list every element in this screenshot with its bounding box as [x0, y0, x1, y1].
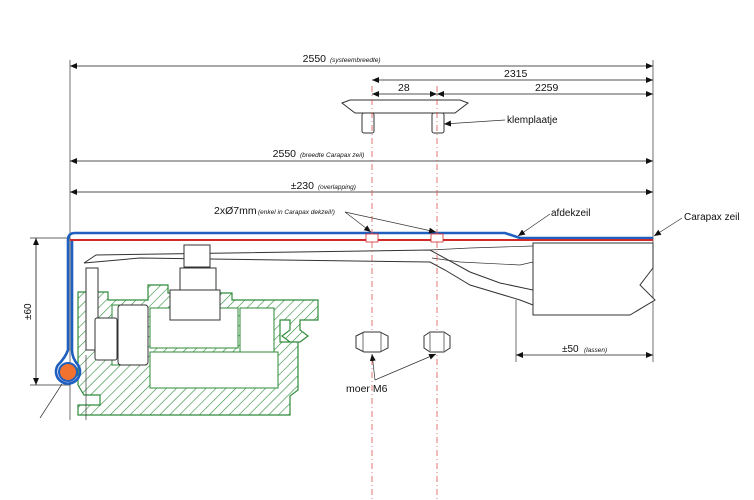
carapax-label-group: Carapax zeil [653, 212, 740, 237]
dim-2315-value: 2315 [504, 68, 528, 80]
dim-weld: ±50 (lassen) [516, 344, 653, 358]
dim-system-width-value: 2550 [303, 53, 327, 65]
label-moer: moer M6 [346, 383, 388, 395]
dim-28-value: 28 [398, 82, 410, 94]
label-klemplaatje: klemplaatje [507, 115, 558, 126]
dim-overlap-note: (overlapping) [318, 184, 356, 191]
weld-zone [429, 242, 656, 316]
dim-weld-value: ±50 [562, 344, 579, 355]
clamp-plate: klemplaatje [340, 99, 558, 134]
rope [39, 362, 78, 419]
dim-system-width-note: (systeembreedte) [330, 57, 381, 64]
nuts-m6: moer M6 [346, 331, 451, 395]
dim-height-value: ±60 [23, 303, 34, 320]
carapax-sail-line [54, 231, 653, 385]
dim-system-width: 2550 (systeembreedte) [70, 53, 653, 69]
dim-carapax-width-note: (breedte Carapax zeil) [300, 152, 364, 159]
bolt-centerlines [371, 86, 438, 500]
dim-carapax-width: 2550 (breedte Carapax zeil) [70, 148, 653, 164]
dim-2259: 2259 [437, 82, 653, 97]
dim-weld-note: (lassen) [584, 347, 607, 354]
hole-markers [365, 233, 444, 243]
clamp-bar [83, 244, 534, 420]
dim-2259-value: 2259 [535, 82, 559, 94]
holes-label: 2xØ7mm (enkel in Carapax dekzeil!) [214, 205, 437, 234]
dim-overlap: ±230 (overlapping) [70, 180, 653, 195]
label-afdekzeil: afdekzeil [551, 208, 590, 219]
afdekzeil-label-group: afdekzeil [517, 208, 590, 237]
dim-28: 28 [372, 82, 437, 97]
dim-height: ±60 [23, 238, 39, 385]
dim-2315: 2315 [372, 68, 653, 83]
dim-carapax-width-value: 2550 [273, 148, 297, 160]
dim-overlap-value: ±230 [291, 180, 314, 192]
label-holes-note: (enkel in Carapax dekzeil!) [258, 209, 335, 216]
label-holes-main: 2xØ7mm [214, 205, 257, 217]
label-carapax-zeil: Carapax zeil [684, 212, 740, 223]
